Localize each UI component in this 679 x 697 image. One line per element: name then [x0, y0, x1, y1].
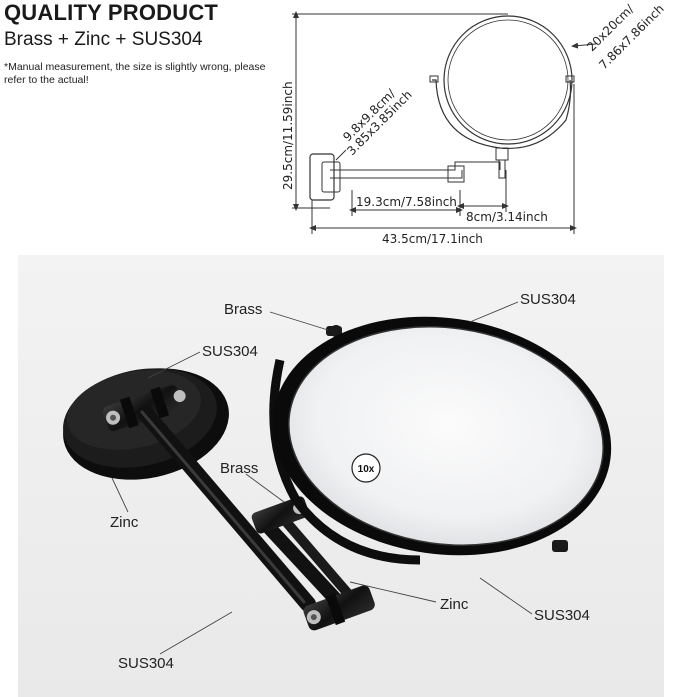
mirror-u-frame	[269, 359, 421, 565]
dimension-drawing	[292, 11, 597, 234]
label-sus304-top-right: SUS304	[520, 291, 576, 308]
magnification-logo	[351, 453, 381, 483]
total-length-dimension: 43.5cm/17.1inch	[382, 232, 483, 246]
label-zinc-bottom: Zinc	[440, 596, 469, 613]
product-photo: 10x	[63, 316, 612, 631]
label-zinc-left: Zinc	[110, 514, 139, 531]
label-sus304-bottom-right: SUS304	[534, 607, 590, 624]
label-brass-top: Brass	[224, 301, 262, 318]
callout-leaders	[111, 301, 533, 655]
arm-length-dimension: 19.3cm/7.58inch	[356, 195, 457, 209]
height-dimension: 29.5cm/11.59inch	[281, 81, 295, 190]
label-brass-mid: Brass	[220, 460, 258, 477]
label-sus304-bottom-left: SUS304	[118, 655, 174, 672]
label-sus304-top-left: SUS304	[202, 343, 258, 360]
measurement-note: *Manual measurement, the size is slightl…	[4, 61, 266, 86]
page-title: QUALITY PRODUCT	[4, 0, 219, 25]
materials-subtitle: Brass + Zinc + SUS304	[4, 29, 203, 50]
mirror-outline	[443, 15, 573, 145]
arm-offset-dimension: 8cm/3.14inch	[466, 210, 548, 224]
magnification-logo-text: 10x	[358, 464, 375, 475]
mirror-glass	[288, 326, 604, 546]
